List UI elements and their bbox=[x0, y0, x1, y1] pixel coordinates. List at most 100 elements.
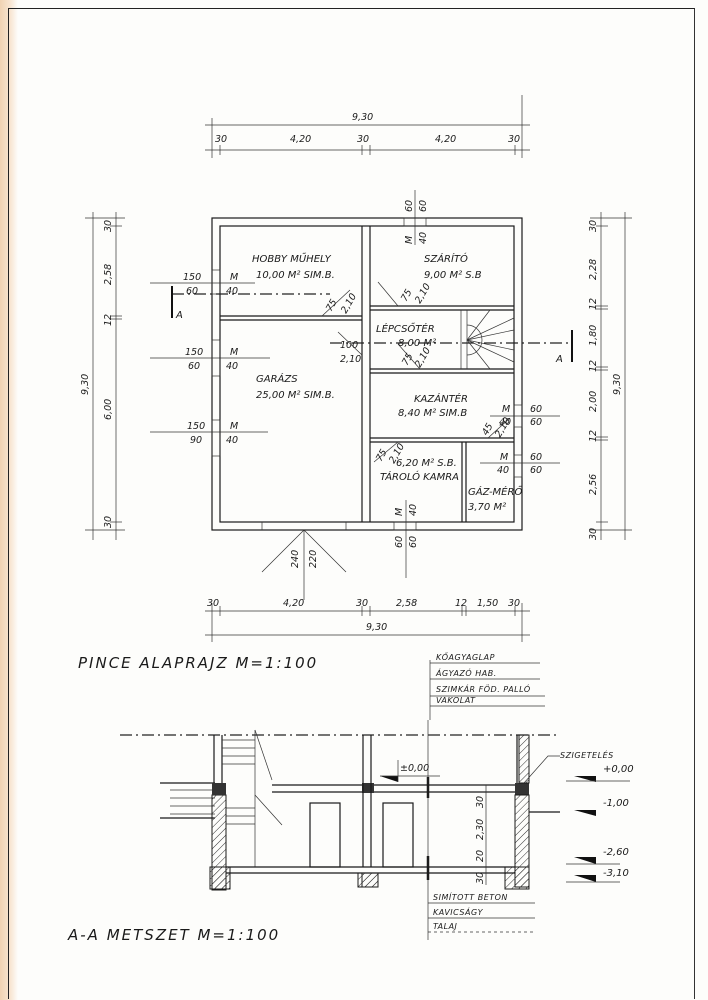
door-label: 75 bbox=[324, 298, 340, 314]
dim-top-seg: 30 bbox=[357, 134, 369, 145]
window-label: 40 bbox=[418, 232, 429, 244]
section-height-dim: 30 bbox=[475, 796, 486, 808]
dim-left-total: 9,30 bbox=[80, 374, 91, 395]
room-name-gazmero: GÁZ-MÉRŐ bbox=[468, 484, 522, 498]
floor-layer: SIMÍTOTT BETON bbox=[433, 891, 508, 902]
level-label: ±0,00 bbox=[400, 763, 429, 774]
window-label: 150 bbox=[183, 272, 201, 283]
level-label: -2,60 bbox=[603, 847, 629, 858]
dim-bottom-total: 9,30 bbox=[366, 622, 387, 633]
dim-bottom-seg: 2,58 bbox=[396, 598, 417, 609]
section-height-dim: 2,30 bbox=[475, 819, 486, 840]
window-label: 60 bbox=[394, 536, 405, 548]
window-label: 60 bbox=[530, 404, 542, 415]
dim-left-seg: 30 bbox=[103, 516, 114, 528]
window-label: 90 bbox=[190, 435, 202, 446]
level-label: -3,10 bbox=[603, 868, 629, 879]
room-area-kamra: 6,20 M² S.B. bbox=[396, 458, 457, 469]
window-label: 60 bbox=[408, 536, 419, 548]
dim-bottom-seg: 30 bbox=[207, 598, 219, 609]
window-label: M bbox=[230, 347, 238, 358]
section-drawing: 30 2,30 20 30 ±0,00 +0,00 -1,00 -2,60 -3… bbox=[120, 720, 634, 940]
dim-right-seg: 2,00 bbox=[588, 391, 599, 412]
door-label: 2,10 bbox=[340, 354, 361, 365]
window-label: 40 bbox=[499, 417, 511, 428]
door-label: 75 bbox=[400, 352, 416, 368]
dim-top-seg: 4,20 bbox=[435, 134, 456, 145]
window-label: 60 bbox=[188, 361, 200, 372]
dim-right-total: 9,30 bbox=[612, 374, 623, 395]
window-label: M bbox=[502, 404, 510, 415]
section-title: A-A METSZET M=1:100 bbox=[67, 926, 280, 944]
dim-right-seg: 12 bbox=[588, 360, 599, 372]
room-name-szarito: SZÁRÍTÓ bbox=[424, 252, 468, 265]
room-name-lepcsoter: LÉPCSŐTÉR bbox=[376, 321, 435, 335]
dim-top-seg: 30 bbox=[215, 134, 227, 145]
room-name-kazanter: KAZÁNTÉR bbox=[414, 392, 468, 405]
dim-left-seg: 30 bbox=[103, 220, 114, 232]
roof-layer: SZIMKÁR FÖD. PALLÓ bbox=[436, 683, 531, 694]
window-label: M bbox=[500, 452, 508, 463]
room-area-szarito: 9,00 M² S.B bbox=[424, 270, 482, 281]
door-label: 240 bbox=[290, 550, 301, 568]
paper-edge bbox=[0, 0, 18, 1000]
section-marker-left: A bbox=[175, 310, 183, 321]
window-label: 40 bbox=[408, 504, 419, 516]
top-dimension-chain: 9,30 30 4,20 30 4,20 30 bbox=[205, 95, 530, 158]
sheet-border bbox=[8, 8, 695, 999]
plan-title: PINCE ALAPRAJZ M=1:100 bbox=[78, 654, 318, 672]
roof-layer: ÁGYAZÓ HAB. bbox=[435, 667, 497, 678]
window-label: M bbox=[230, 421, 238, 432]
dim-right-seg: 30 bbox=[588, 528, 599, 540]
floor-plan-walls: A A bbox=[171, 217, 573, 600]
room-area-gazmero: 3,70 M² bbox=[468, 502, 506, 513]
dim-top-total: 9,30 bbox=[352, 112, 373, 123]
level-label: -1,00 bbox=[603, 798, 629, 809]
right-dimension-chain: 30 2,28 12 1,80 12 2,00 12 2,56 30 9,30 bbox=[588, 212, 632, 540]
window-label: 60 bbox=[530, 465, 542, 476]
dim-bottom-seg: 1,50 bbox=[477, 598, 498, 609]
bottom-dimension-chain: 30 4,20 30 2,58 12 1,50 30 9,30 bbox=[205, 598, 530, 642]
level-label: +0,00 bbox=[603, 764, 634, 775]
window-label: 150 bbox=[187, 421, 205, 432]
window-label: 40 bbox=[226, 286, 238, 297]
dim-top-seg: 4,20 bbox=[290, 134, 311, 145]
window-label: 40 bbox=[226, 361, 238, 372]
window-label: 150 bbox=[185, 347, 203, 358]
dim-right-seg: 2,28 bbox=[588, 259, 599, 280]
door-label: 2,10 bbox=[339, 292, 359, 316]
dim-right-seg: 12 bbox=[588, 430, 599, 442]
room-area-lepcsoter: 8,00 M² bbox=[398, 338, 436, 349]
door-label: 2,10 bbox=[413, 282, 433, 306]
dim-right-seg: 1,80 bbox=[588, 325, 599, 346]
dim-left-seg: 6,00 bbox=[103, 399, 114, 420]
dim-bottom-seg: 12 bbox=[455, 598, 467, 609]
dim-right-seg: 12 bbox=[588, 298, 599, 310]
roof-layer: KŐAGYAGLAP bbox=[436, 652, 495, 662]
window-label: 40 bbox=[226, 435, 238, 446]
window-label: 40 bbox=[497, 465, 509, 476]
window-label: M bbox=[230, 272, 238, 283]
section-height-dim: 30 bbox=[475, 872, 486, 884]
roof-layer-legend: KŐAGYAGLAP ÁGYAZÓ HAB. SZIMKÁR FÖD. PALL… bbox=[429, 652, 545, 720]
door-label: 2,10 bbox=[413, 346, 433, 370]
dim-right-seg: 30 bbox=[588, 220, 599, 232]
door-label: 45 bbox=[480, 422, 496, 438]
room-area-garazs: 25,00 M² SIM.B. bbox=[256, 390, 335, 401]
door-label: 75 bbox=[399, 288, 415, 304]
room-labels: HOBBY MŰHELY 10,00 M² SIM.B. SZÁRÍTÓ 9,0… bbox=[252, 251, 522, 513]
door-label: 100 bbox=[340, 340, 358, 351]
room-name-garazs: GARÁZS bbox=[256, 372, 298, 385]
window-label: 60 bbox=[530, 417, 542, 428]
dim-bottom-seg: 30 bbox=[356, 598, 368, 609]
floor-layer-legend: SIMÍTOTT BETON KAVICSÁGY TALAJ bbox=[428, 891, 535, 933]
dim-top-seg: 30 bbox=[508, 134, 520, 145]
door-label: 220 bbox=[308, 550, 319, 568]
dim-right-seg: 2,56 bbox=[588, 474, 599, 495]
dim-bottom-seg: 30 bbox=[508, 598, 520, 609]
room-area-kazanter: 8,40 M² SIM.B bbox=[398, 408, 467, 419]
door-label: 75 bbox=[374, 448, 390, 464]
room-area-hobby: 10,00 M² SIM.B. bbox=[256, 270, 335, 281]
window-label: 60 bbox=[186, 286, 198, 297]
